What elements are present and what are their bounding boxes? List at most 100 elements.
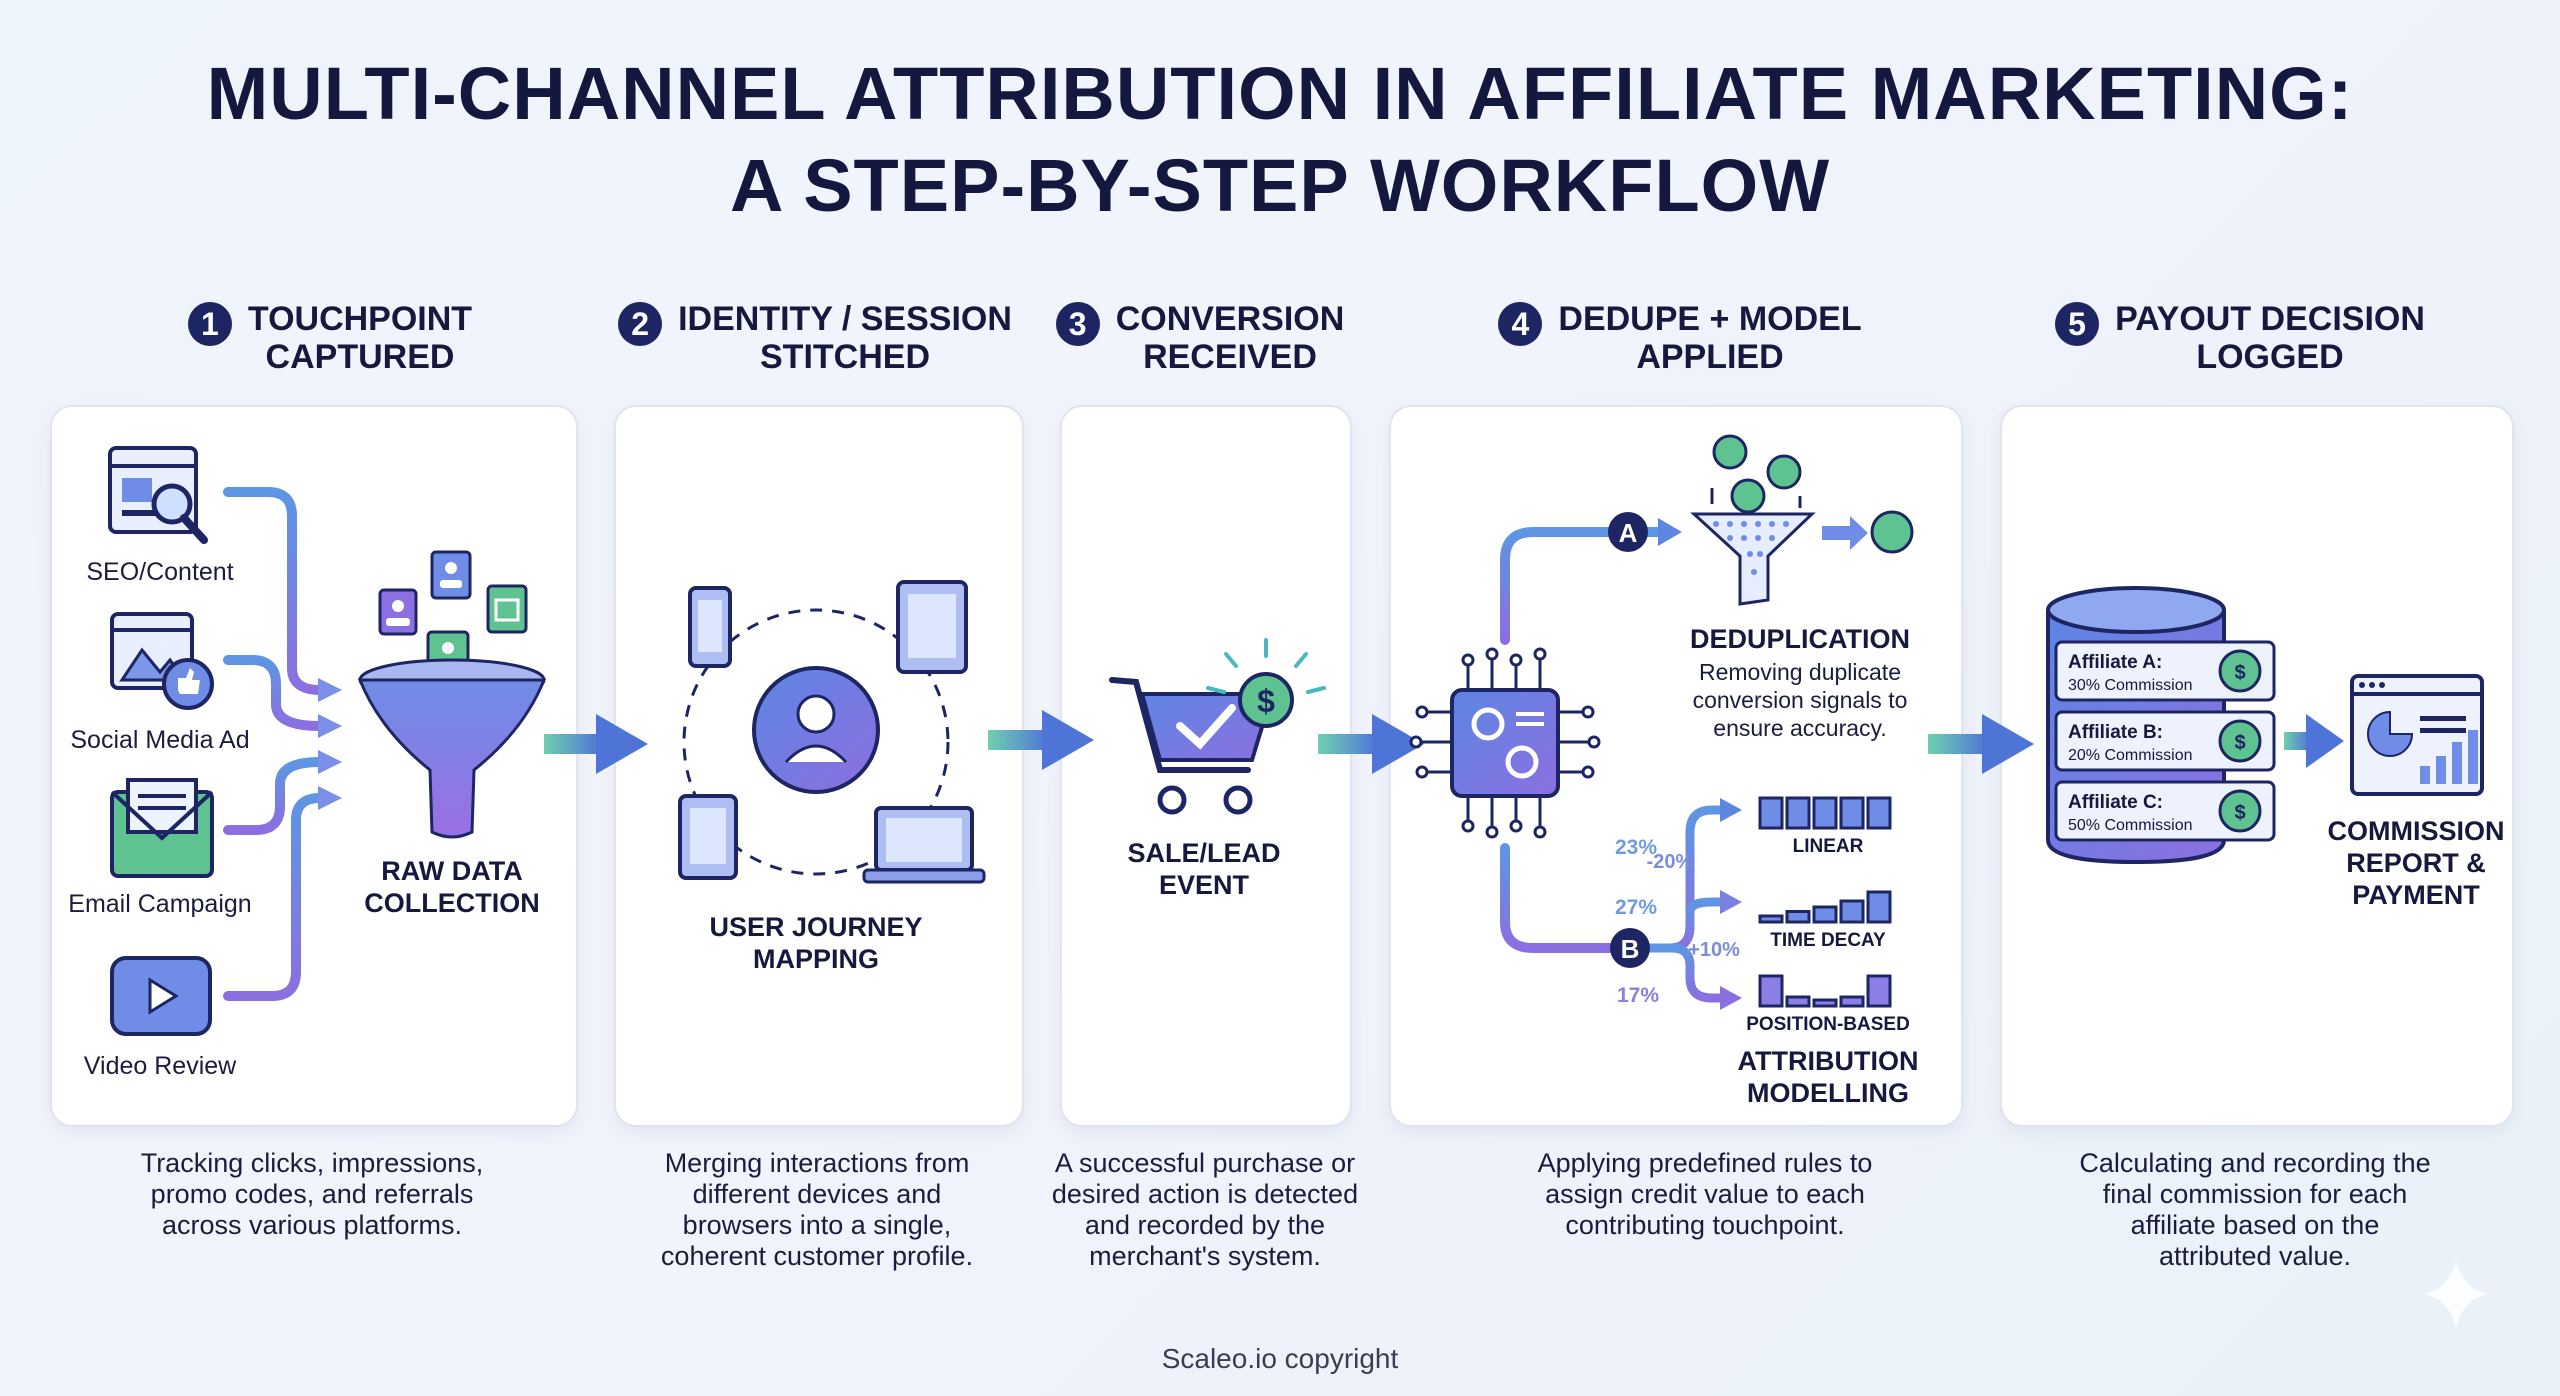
svg-text:$: $ xyxy=(2234,662,2245,684)
money-bag-icon xyxy=(2218,719,2262,763)
step-1-desc-line: across various platforms. xyxy=(161,1210,463,1240)
commission-report-line-3: PAYMENT xyxy=(2352,880,2480,910)
step-3-card xyxy=(1060,405,1352,1127)
step-1-description: Tracking clicks, impressions, promo code… xyxy=(60,1148,564,1241)
model-branch-lines xyxy=(1645,805,1727,1003)
step-3-description: A successful purchase or desired action … xyxy=(1030,1148,1380,1272)
channel-flow-lines xyxy=(223,487,325,1001)
step-2-desc-line: Merging interactions from xyxy=(664,1148,970,1178)
step-1-desc-line: promo codes, and referrals xyxy=(150,1179,474,1209)
step-4-desc-line: assign credit value to each xyxy=(1545,1179,1865,1209)
step-5-desc-line: Calculating and recording the xyxy=(2079,1148,2431,1178)
position-based-arrowhead xyxy=(1720,986,1742,1010)
branch-lines xyxy=(1500,527,1665,953)
affiliate-commission: 20% Commission xyxy=(2068,747,2192,764)
step-3-desc-line: desired action is detected xyxy=(1051,1179,1359,1209)
branch-b-label: B xyxy=(1621,934,1640,964)
shopping-cart-icon xyxy=(1109,677,1275,815)
attribution-modelling-line-2: MODELLING xyxy=(1747,1078,1909,1108)
model-bar-linear-2 xyxy=(1785,796,1811,830)
model-bar-position-based-4 xyxy=(1839,995,1865,1008)
step-2-number: 2 xyxy=(618,302,663,346)
step-2-title-line-2: STITCHED xyxy=(760,338,930,376)
step-5-number: 5 xyxy=(2055,302,2100,346)
step-1-title-line-2: CAPTURED xyxy=(265,338,455,376)
video-review-icon xyxy=(110,956,212,1036)
flow-arrow-3-4 xyxy=(1318,714,1424,774)
step-5-desc-line: affiliate based on the xyxy=(2130,1210,2380,1240)
dedup-desc-line-2: conversion signals to xyxy=(1693,687,1908,713)
title-line-1: MULTI-CHANNEL ATTRIBUTION IN AFFILIATE M… xyxy=(206,52,2354,135)
report-arrow xyxy=(2284,714,2344,768)
flow-arrow-2-3 xyxy=(988,710,1094,770)
step-2-title: IDENTITY / SESSION STITCHED xyxy=(678,300,1012,376)
step-3-desc-line: and recorded by the xyxy=(1084,1210,1326,1240)
affiliate-name: Affiliate C: xyxy=(2068,792,2163,813)
step-4-number: 4 xyxy=(1498,302,1543,346)
model-name-linear: LINEAR xyxy=(1793,836,1864,857)
branch-a-label: A xyxy=(1619,518,1638,548)
flow-arrow-4-5 xyxy=(1928,714,2034,774)
raw-data-label-line-2: COLLECTION xyxy=(364,888,540,918)
commission-report-icon xyxy=(2350,674,2484,796)
step-2-desc-line: browsers into a single, xyxy=(682,1210,952,1240)
dedup-funnel-icon xyxy=(1690,434,1914,606)
money-bag-icon xyxy=(2218,789,2262,833)
model-bar-time-decay-4 xyxy=(1839,899,1865,924)
model-bar-linear-5 xyxy=(1866,796,1892,830)
dedup-desc-line-3: ensure accuracy. xyxy=(1713,715,1886,741)
sparkle-icon xyxy=(2424,1260,2488,1328)
channel-arrowheads xyxy=(318,678,342,810)
seo-content-icon xyxy=(108,446,208,544)
pct-label-2: -20% xyxy=(1647,851,1694,873)
step-5-desc-line: attributed value. xyxy=(2158,1241,2352,1271)
money-bag-icon xyxy=(2218,649,2262,693)
step-3-desc-line: A successful purchase or xyxy=(1054,1148,1356,1178)
sale-lead-label-line-1: SALE/LEAD xyxy=(1127,838,1280,868)
email-campaign-icon xyxy=(110,778,214,878)
affiliate-card: Affiliate B: 20% Commission $ xyxy=(2054,710,2276,772)
model-bar-time-decay-1 xyxy=(1758,914,1784,924)
model-charts xyxy=(1758,796,1892,1008)
svg-text:$: $ xyxy=(2234,732,2245,754)
affiliate-commission: 50% Commission xyxy=(2068,817,2192,834)
step-3-desc-line: merchant's system. xyxy=(1089,1241,1321,1271)
step-1-title: TOUCHPOINT CAPTURED xyxy=(248,300,472,376)
phone-icon xyxy=(688,586,732,668)
step-5-desc-line: final commission for each xyxy=(2102,1179,2408,1209)
step-4-title: DEDUPE + MODEL APPLIED xyxy=(1558,300,1861,376)
attribution-modelling-line-1: ATTRIBUTION xyxy=(1738,1046,1919,1076)
step-3-title-line-1: CONVERSION xyxy=(1115,300,1345,338)
tablet-icon xyxy=(896,580,968,674)
step-2-desc-line: different devices and xyxy=(692,1179,942,1209)
affiliate-commission: 30% Commission xyxy=(2068,677,2192,694)
affiliate-list: Affiliate A: 30% Commission $ Affiliate … xyxy=(2054,640,2276,842)
step-1-desc-line: Tracking clicks, impressions, xyxy=(140,1148,484,1178)
channel-label-social: Social Media Ad xyxy=(70,726,249,754)
step-4-header: 4 DEDUPE + MODEL APPLIED xyxy=(1470,300,1890,390)
step-3-number: 3 xyxy=(1055,302,1100,346)
dedup-title: DEDUPLICATION xyxy=(1690,624,1910,654)
funnel-icon xyxy=(357,658,547,839)
model-bar-position-based-1 xyxy=(1758,974,1784,1008)
step-1-header: 1 TOUCHPOINT CAPTURED xyxy=(120,300,540,390)
step-2-header: 2 IDENTITY / SESSION STITCHED xyxy=(590,300,1040,390)
model-bar-position-based-2 xyxy=(1785,995,1811,1008)
affiliate-card: Affiliate C: 50% Commission $ xyxy=(2054,780,2276,842)
model-bar-time-decay-5 xyxy=(1866,890,1892,924)
laptop-icon xyxy=(862,806,986,884)
branch-b-badge xyxy=(1610,928,1650,968)
step-5-title-line-2: LOGGED xyxy=(2196,338,2344,376)
pct-label-1: 23% xyxy=(1615,836,1657,859)
page-title: MULTI-CHANNEL ATTRIBUTION IN AFFILIATE M… xyxy=(0,48,2560,232)
step-1-number: 1 xyxy=(187,302,232,346)
affiliate-card: Affiliate A: 30% Commission $ xyxy=(2054,640,2276,702)
step-5-description: Calculating and recording the final comm… xyxy=(2010,1148,2500,1272)
affiliate-name: Affiliate A: xyxy=(2068,652,2162,673)
dedup-desc-line-1: Removing duplicate xyxy=(1699,659,1901,685)
pct-label-5: 17% xyxy=(1617,984,1659,1007)
model-bar-time-decay-2 xyxy=(1785,910,1811,924)
flow-arrow-1-2 xyxy=(544,714,648,774)
channel-label-video: Video Review xyxy=(84,1052,237,1080)
